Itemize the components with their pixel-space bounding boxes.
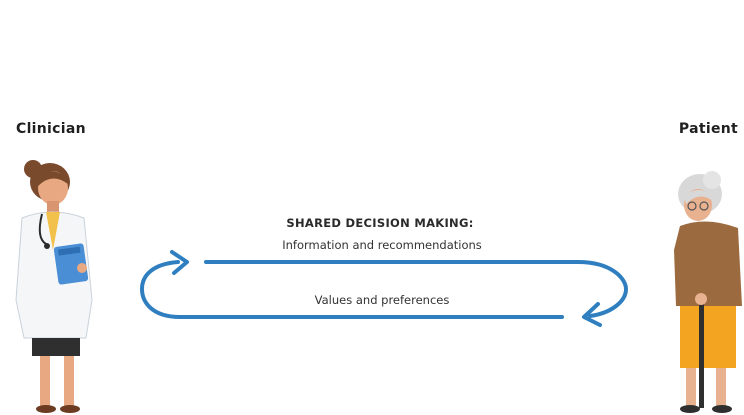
clinician-illustration <box>15 160 93 413</box>
flow-label-values: Values and preferences <box>314 293 450 307</box>
bottom-flow-arrowhead <box>170 250 189 275</box>
top-flow-arrowhead <box>582 302 602 327</box>
patient-label: Patient <box>678 121 738 137</box>
diagram-title: SHARED DECISION MAKING: <box>286 216 474 230</box>
patient-illustration <box>674 171 742 413</box>
bottom-flow-arrow <box>140 260 564 319</box>
top-flow-arrow <box>204 260 628 318</box>
cycle-arrows <box>140 250 628 327</box>
flow-label-information: Information and recommendations <box>282 238 482 252</box>
clinician-label: Clinician <box>16 121 86 137</box>
